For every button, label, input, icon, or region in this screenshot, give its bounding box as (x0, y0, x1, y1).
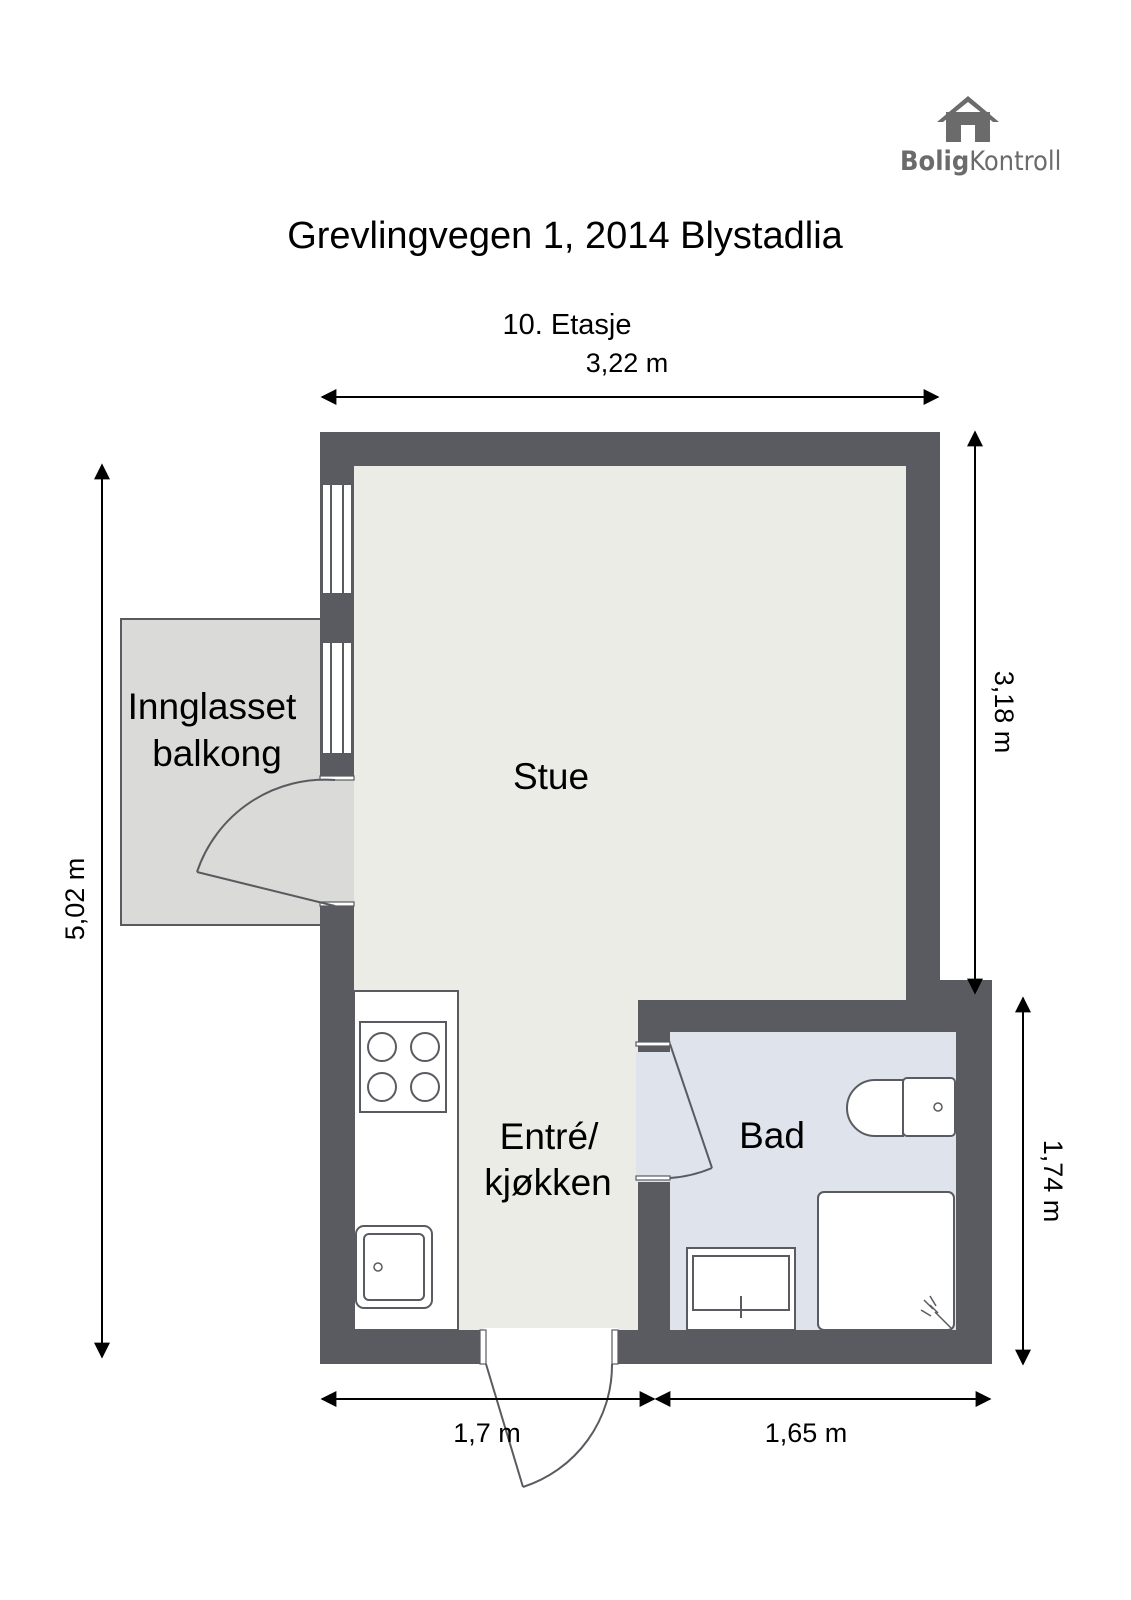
window (321, 483, 353, 595)
toilet (846, 1077, 956, 1137)
kitchen-counter (353, 990, 459, 1331)
room-label-stue: Stue (513, 756, 589, 797)
dim-left-height: 5,02 m (60, 858, 90, 941)
logo: BoligKontroll (900, 96, 1061, 177)
dim-right-lower-height: 1,74 m (1038, 1140, 1068, 1223)
bathroom-door (635, 1041, 713, 1181)
dimension-lines (94, 389, 1031, 1407)
dim-bottom-right-width: 1,65 m (765, 1418, 848, 1448)
logo-text: BoligKontroll (900, 146, 1061, 177)
window (321, 641, 353, 755)
kitchen-sink (355, 1225, 433, 1309)
entrance-door (479, 1328, 619, 1488)
balcony-door (196, 775, 355, 907)
room-label-entry-line2: kjøkken (484, 1162, 611, 1203)
room-label-bad: Bad (739, 1115, 805, 1156)
floor-label: 10. Etasje (503, 309, 632, 341)
room-label-entry-line1: Entré/ (500, 1116, 599, 1157)
stove (359, 1021, 447, 1113)
shower-head-icon (920, 1295, 952, 1329)
house-icon (937, 96, 999, 142)
room-label-balcony-line2: balkong (152, 733, 282, 774)
dim-bottom-left-width: 1,7 m (453, 1418, 521, 1448)
stue-floor (354, 466, 906, 1000)
dim-top-width: 3,22 m (586, 348, 669, 378)
address-title: Grevlingvegen 1, 2014 Blystadlia (287, 215, 843, 257)
balcony-floor (120, 618, 322, 926)
shower (817, 1191, 955, 1331)
dim-right-upper-height: 3,18 m (989, 671, 1019, 754)
room-label-balcony-line1: Innglasset (128, 686, 297, 727)
bathroom-sink (686, 1247, 796, 1331)
